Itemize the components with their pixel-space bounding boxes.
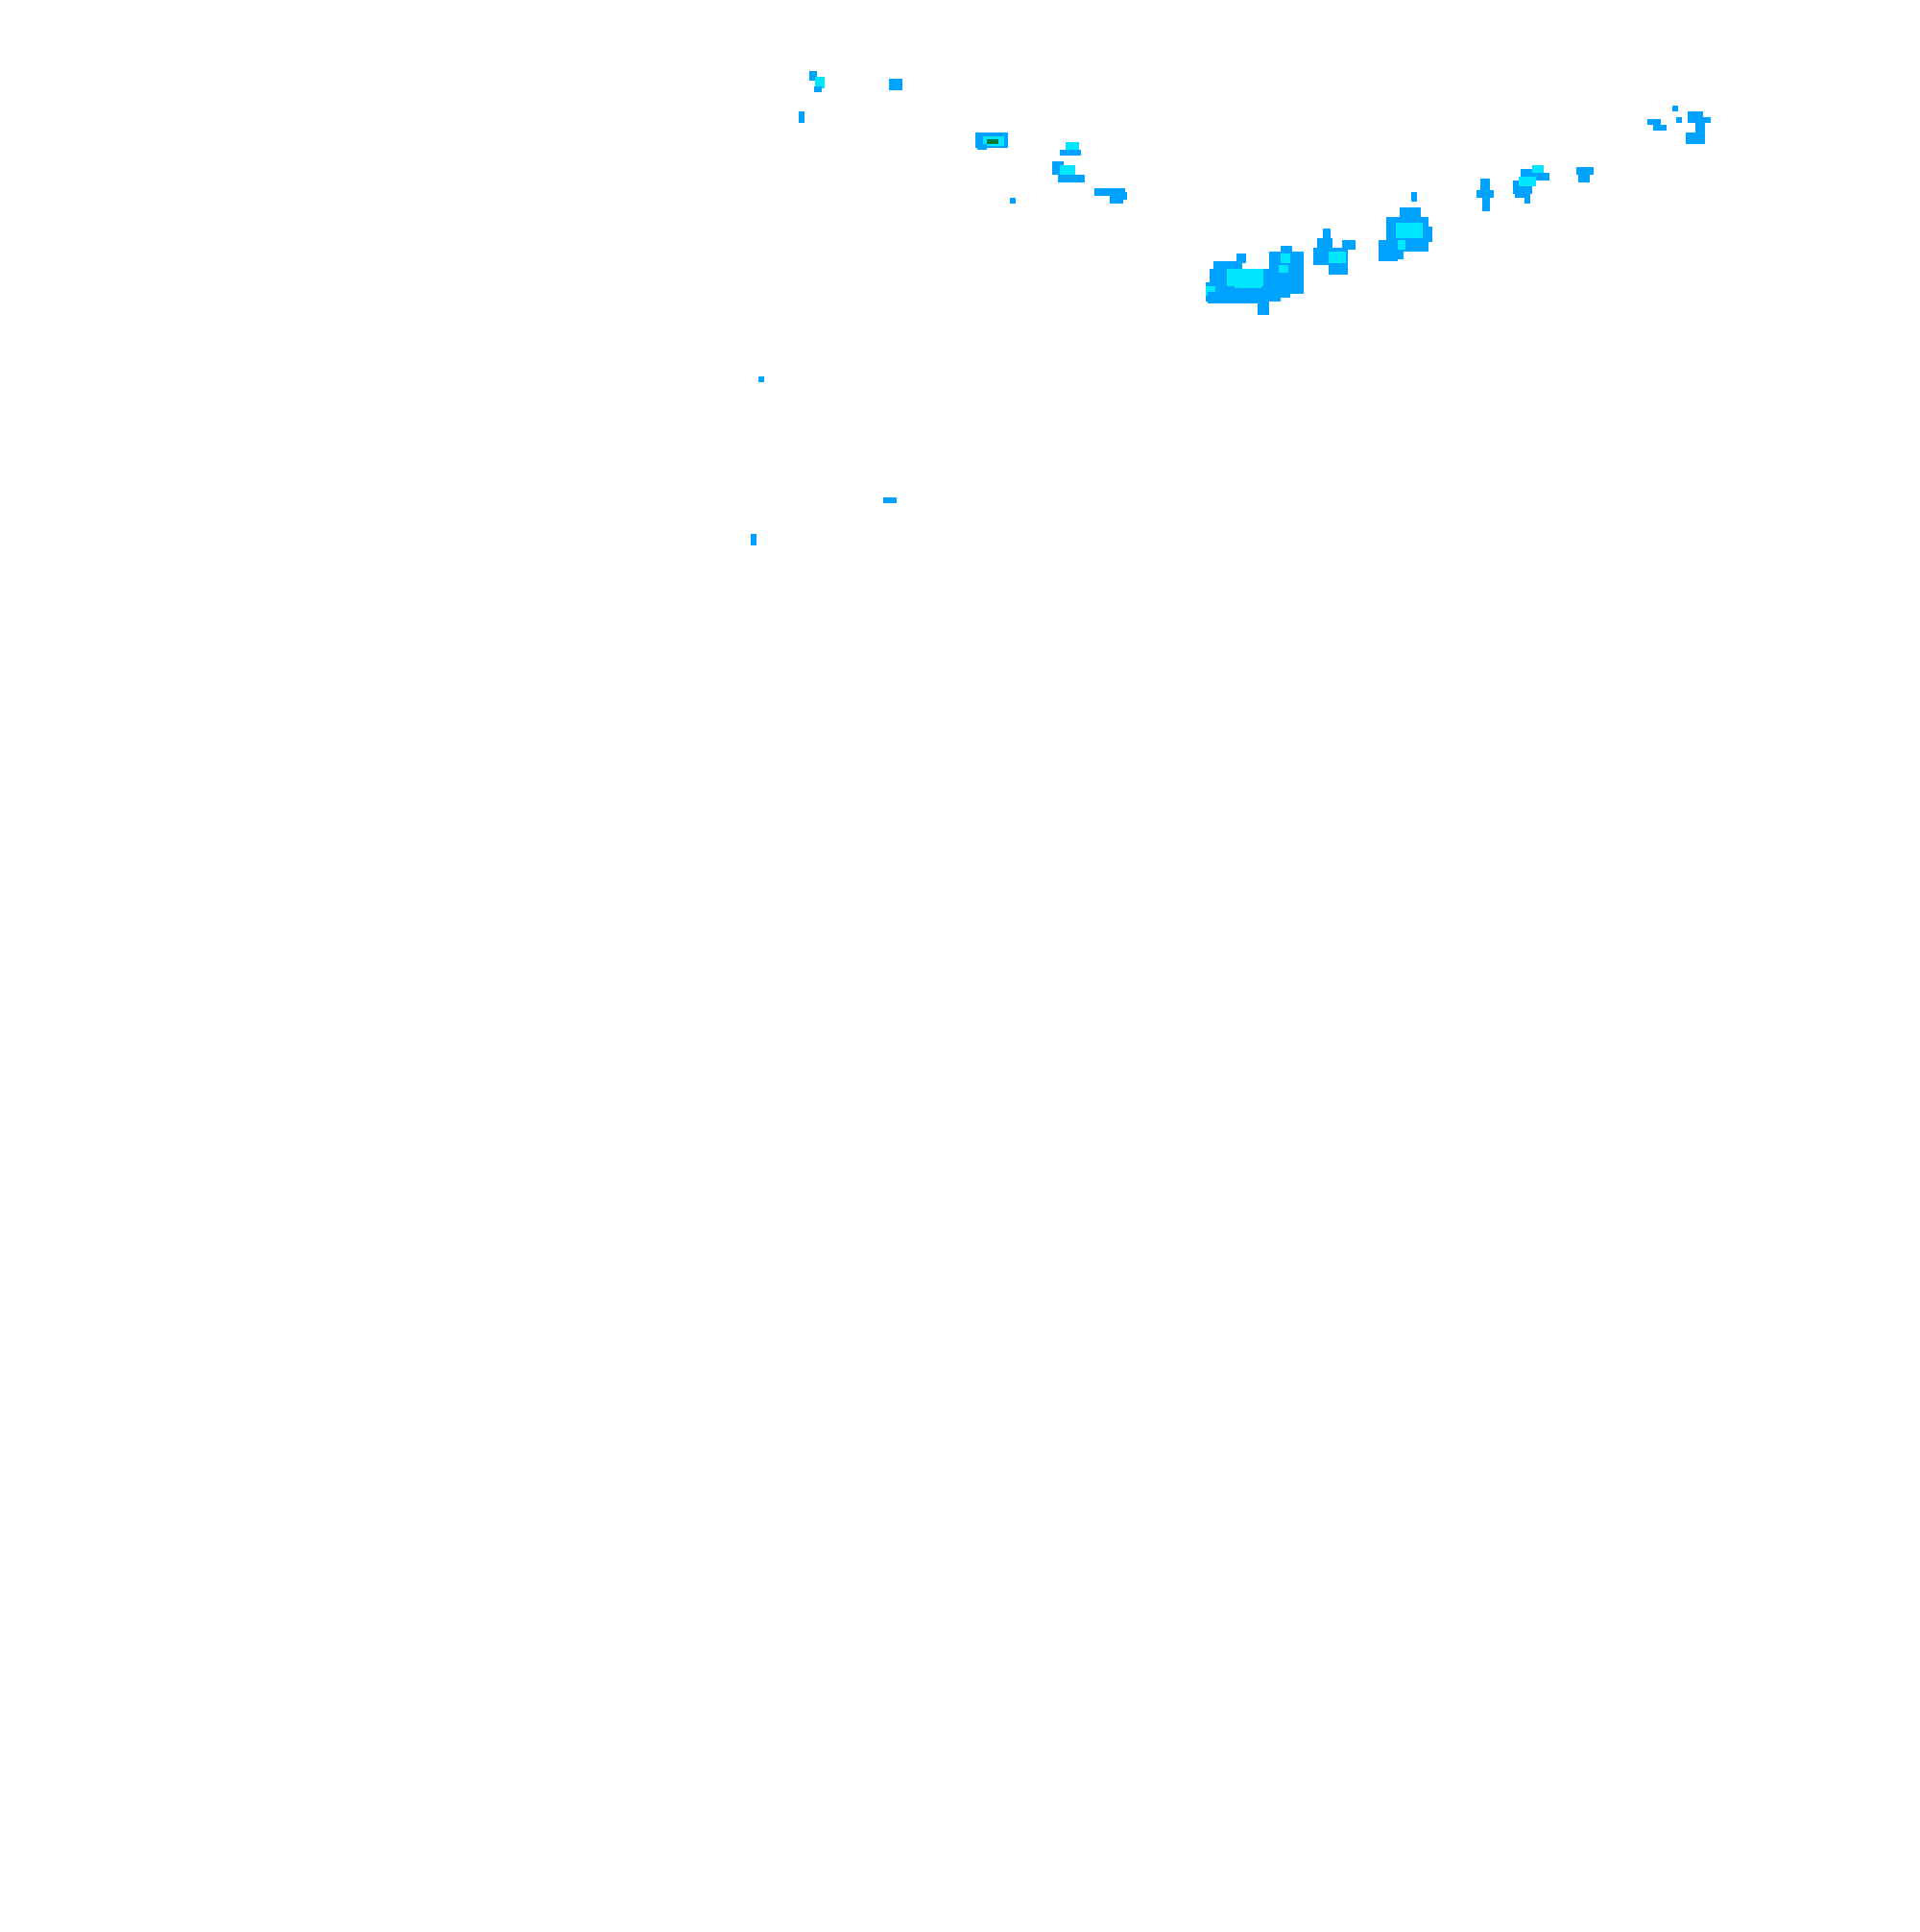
radar-echo-moderate: [1519, 177, 1536, 186]
radar-echo-light: [1480, 179, 1490, 192]
radar-echo-light: [1576, 167, 1594, 175]
radar-echo-light: [1110, 194, 1123, 204]
radar-echo-light: [1329, 263, 1348, 275]
radar-echo-light: [1476, 190, 1494, 198]
radar-echo-moderate: [1396, 223, 1423, 238]
radar-echo-light: [758, 376, 764, 382]
radar-echo-light: [1482, 198, 1490, 211]
radar-echo-light: [1676, 117, 1682, 123]
radar-echo-light: [1058, 175, 1085, 182]
radar-echo-moderate: [1329, 252, 1346, 265]
radar-echo-light: [1392, 252, 1404, 259]
radar-echo-light: [1281, 246, 1292, 255]
radar-echo-light: [1686, 133, 1705, 144]
radar-echo-light: [1236, 254, 1246, 263]
radar-echo-light: [1258, 300, 1269, 315]
radar-echo-light: [1578, 173, 1590, 182]
radar-echo-moderate: [1060, 165, 1075, 177]
radar-echo-moderate: [1206, 286, 1215, 296]
radar-echo-moderate: [1235, 278, 1261, 288]
radar-echo-light: [751, 534, 756, 545]
radar-echo-moderate: [1532, 165, 1544, 173]
radar-echo-moderate: [1281, 254, 1290, 263]
radar-echo-light: [1323, 229, 1331, 238]
radar-echo-light: [1010, 198, 1016, 204]
radar-echo-light: [809, 71, 817, 81]
radar-echo-light: [977, 144, 987, 150]
radar-echo-light: [1647, 119, 1661, 125]
radar-echo-light: [1094, 188, 1125, 196]
radar-echo-light: [1121, 192, 1127, 200]
radar-echo-light: [1653, 125, 1667, 131]
radar-echo-light: [1699, 117, 1711, 123]
radar-echo-light: [1060, 150, 1081, 156]
radar-echo-light: [1672, 106, 1678, 111]
radar-echo-light: [883, 497, 897, 503]
radar-echo-heavy: [987, 139, 998, 144]
radar-echo-light: [1515, 188, 1524, 198]
radar-echo-light: [1421, 227, 1432, 242]
radar-echo-moderate: [1279, 265, 1288, 273]
radar-echo-moderate: [815, 77, 825, 88]
radar-echo-light: [889, 79, 902, 90]
radar-echo-light: [814, 86, 822, 92]
radar-echo-light: [1695, 119, 1705, 134]
radar-echo-light: [1208, 292, 1265, 303]
radar-echo-light: [1400, 207, 1421, 219]
radar-echo-light: [799, 111, 804, 123]
radar-echo-light: [1540, 173, 1549, 181]
radar-echo-light: [1411, 192, 1417, 202]
radar-echo-light: [1524, 192, 1530, 204]
radar-echo-light: [1342, 240, 1356, 250]
echo-layer: [751, 71, 1711, 545]
radar-echo-light: [1271, 288, 1290, 298]
radar-echo-moderate: [1066, 142, 1079, 150]
